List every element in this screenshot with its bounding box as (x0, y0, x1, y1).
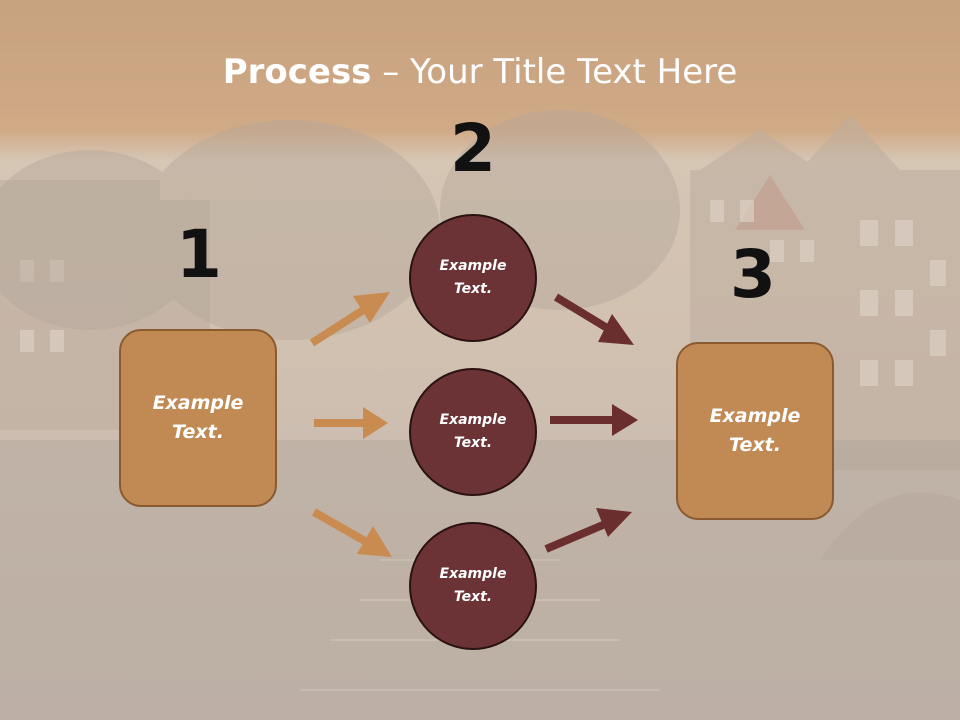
title-rest: – Your Title Text Here (371, 52, 738, 92)
step-number-2: 2 (450, 110, 496, 187)
step-1-text-line1: Example (152, 392, 244, 414)
step-1-box: Example Text. (119, 329, 277, 507)
circle-bottom-line2: Text. (453, 589, 493, 605)
circle-middle-line2: Text. (453, 435, 493, 451)
step-3-box: Example Text. (676, 342, 834, 520)
circle-top-line2: Text. (453, 281, 493, 297)
arrow-left-down (312, 508, 392, 557)
circle-top: Example Text. (409, 214, 537, 342)
step-number-3: 3 (730, 236, 776, 313)
circle-top-line1: Example (439, 258, 507, 274)
circle-bottom-line1: Example (439, 566, 507, 582)
step-3-text-line1: Example (709, 405, 801, 427)
step-3-text-line2: Text. (729, 434, 781, 456)
arrow-right-down (553, 293, 634, 345)
arrow-left-up (309, 292, 390, 347)
circle-middle-line1: Example (439, 412, 507, 428)
arrow-left-middle (314, 407, 388, 439)
title-bold: Process (222, 52, 372, 92)
step-1-text-line2: Text. (172, 421, 224, 443)
step-number-1: 1 (176, 216, 222, 293)
circle-bottom: Example Text. (409, 522, 537, 650)
arrow-right-up (544, 508, 632, 553)
arrow-right-middle (550, 404, 638, 436)
slide-title: Process – Your Title Text Here (0, 52, 960, 92)
circle-middle: Example Text. (409, 368, 537, 496)
